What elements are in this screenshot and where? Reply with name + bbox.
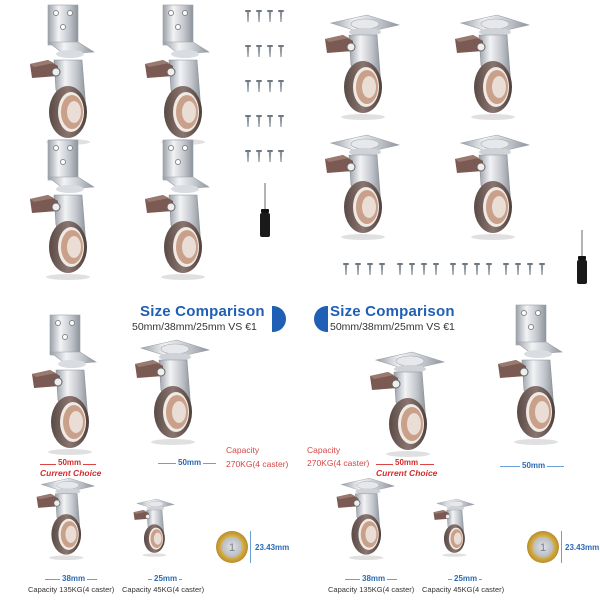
title-accent-half-disc (314, 306, 328, 332)
coin-dimension-line (561, 531, 562, 563)
capacity-label: Capacity (226, 445, 260, 455)
small2-dimension: 25mm (452, 574, 480, 583)
screwdriver-icon (259, 182, 271, 238)
panel-top-right-plate-casters (300, 0, 600, 300)
current-choice-label: Current Choice (376, 468, 438, 478)
small1-capacity: Capacity 135KG(4 caster) (28, 585, 115, 594)
plate-caster-set-image (300, 0, 588, 285)
small1-dimension: 38mm (60, 574, 88, 583)
small1-dimension: 38mm (360, 574, 388, 583)
small2-capacity: Capacity 45KG(4 caster) (122, 585, 205, 594)
euro-coin-icon (527, 531, 559, 563)
alt-dimension: 50mm (520, 461, 548, 470)
euro-coin-icon (216, 531, 248, 563)
size-comparison-title: Size Comparison (140, 303, 265, 320)
svg-text:1: 1 (540, 542, 546, 554)
screws-icon (343, 263, 545, 275)
size-comparison-subtitle: 50mm/38mm/25mm VS €1 (132, 321, 257, 333)
main-dimension: 50mm (393, 458, 421, 467)
alt-dimension: 50mm (176, 458, 204, 467)
panel-bottom-left-size-comparison: Size Comparison 50mm/38mm/25mm VS €1 1 5… (0, 300, 300, 600)
small1-capacity: Capacity 135KG(4 caster) (328, 585, 415, 594)
screwdriver-icon (576, 229, 588, 285)
small2-capacity: Capacity 45KG(4 caster) (422, 585, 505, 594)
panel-top-left-l-bracket-casters (0, 0, 300, 290)
caster-comparison-image: 1 (0, 300, 248, 563)
capacity-value: 270KG(4 caster) (226, 459, 289, 469)
svg-text:1: 1 (229, 542, 235, 554)
coin-dimension-line (250, 531, 251, 563)
panel-bottom-right-size-comparison: Size Comparison 50mm/38mm/25mm VS €1 1 C… (300, 300, 600, 600)
capacity-label: Capacity (307, 445, 341, 455)
size-comparison-title: Size Comparison (330, 303, 455, 320)
capacity-value: 270KG(4 caster) (307, 458, 370, 468)
current-choice-label: Current Choice (40, 468, 102, 478)
coin-dimension: 23.43mm (565, 543, 600, 552)
main-dimension: 50mm (56, 458, 84, 467)
caster-comparison-image: 1 (300, 300, 600, 563)
l-bracket-caster-set-image (0, 0, 284, 290)
title-accent-half-disc (272, 306, 286, 332)
coin-dimension: 23.43mm (255, 543, 290, 552)
small2-dimension: 25mm (152, 574, 180, 583)
size-comparison-subtitle: 50mm/38mm/25mm VS €1 (330, 321, 455, 333)
screws-icon (245, 10, 284, 162)
